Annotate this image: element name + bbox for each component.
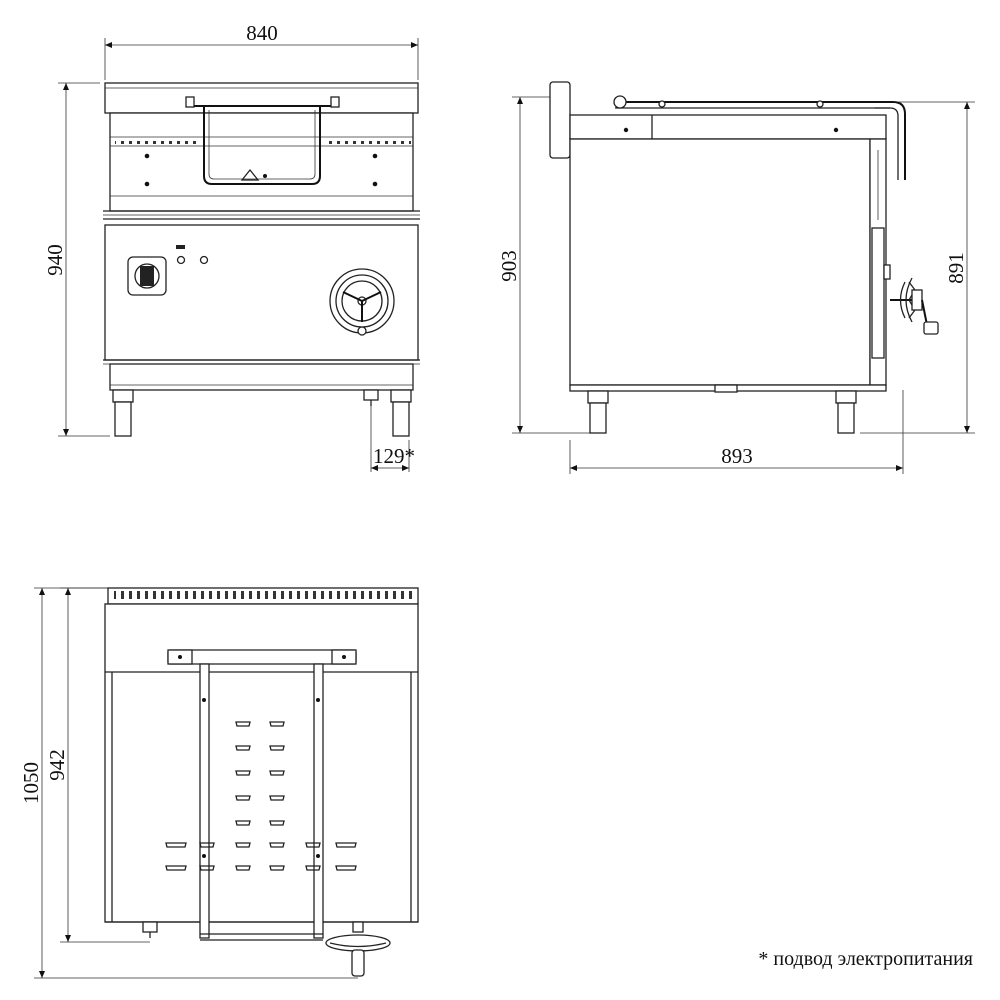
front-height-label: 940 (43, 244, 67, 276)
top-view: 1050 942 (19, 587, 419, 979)
side-depth-label: 893 (721, 444, 753, 468)
side-view: 903 891 893 (497, 81, 975, 474)
front-view: 840 940 (43, 21, 420, 472)
top-inner-depth-label: 942 (45, 749, 69, 781)
top-outer-depth-label: 1050 (19, 762, 43, 804)
front-width-label: 840 (246, 21, 278, 45)
slot-vents (165, 721, 357, 871)
side-height-left-label: 903 (497, 250, 521, 282)
power-offset-label: 129* (373, 444, 415, 468)
power-supply-note: * подвод электропитания (758, 948, 973, 970)
side-height-right-label: 891 (944, 252, 968, 284)
